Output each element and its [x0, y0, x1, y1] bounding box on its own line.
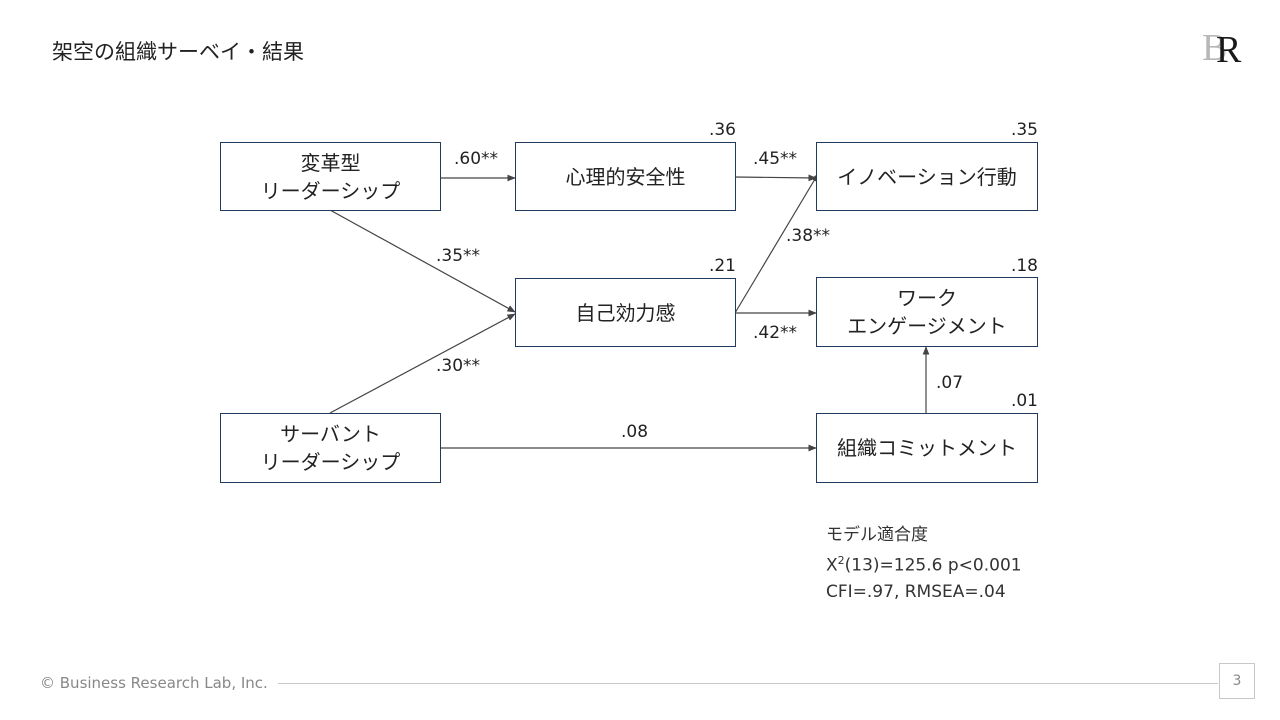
arrow-sl-efficacy — [329, 313, 516, 414]
node-label-line1: 変革型 — [300, 150, 361, 175]
coef-sl-commitment: .08 — [621, 422, 649, 442]
company-logo: B R — [1202, 27, 1242, 68]
arrow-tl-efficacy — [329, 209, 516, 313]
coef-psych-innovation: .45** — [753, 149, 798, 169]
fit-chi-square: X2(13)=125.6 p<0.001 — [826, 548, 1022, 579]
fit-heading: モデル適合度 — [826, 525, 928, 545]
node-label-line1: ワーク — [896, 286, 957, 310]
node-label: 心理的安全性 — [565, 164, 686, 189]
coef-commitment-engagement: .07 — [936, 373, 964, 393]
node-label-line2: エンゲージメント — [847, 314, 1007, 338]
node-label: イノベーション行動 — [837, 164, 1017, 189]
page-number: 3 — [1219, 663, 1255, 699]
node-label-line2: リーダーシップ — [260, 450, 401, 474]
node-label: 自己効力感 — [575, 300, 676, 325]
r2-psych-safety: .36 — [708, 120, 736, 140]
node-label-line2: リーダーシップ — [260, 178, 401, 203]
chi-symbol: X — [826, 555, 838, 576]
r2-commitment: .01 — [1010, 391, 1038, 411]
coef-efficacy-innovation: .38** — [786, 226, 831, 246]
chi-values: (13)=125.6 p<0.001 — [844, 555, 1022, 576]
node-self-efficacy: 自己効力感 — [515, 278, 736, 347]
coef-tl-efficacy: .35** — [436, 246, 481, 266]
node-organizational-commitment: 組織コミットメント — [816, 413, 1038, 483]
page-title: 架空の組織サーベイ・結果 — [52, 40, 304, 64]
node-innovation-behavior: イノベーション行動 — [816, 142, 1038, 211]
node-psychological-safety: 心理的安全性 — [515, 142, 736, 211]
fit-indices: CFI=.97, RMSEA=.04 — [826, 581, 1006, 602]
r2-innovation: .35 — [1010, 120, 1038, 140]
coef-sl-efficacy: .30** — [436, 356, 481, 376]
logo-letter-b: B — [1202, 27, 1227, 68]
logo-letter-r: R — [1216, 29, 1242, 68]
node-label: 組織コミットメント — [837, 436, 1017, 460]
arrow-efficacy-innovation — [734, 173, 819, 314]
footer-copyright: © Business Research Lab, Inc. — [40, 674, 268, 692]
coef-efficacy-engagement: .42** — [753, 323, 798, 343]
node-work-engagement: ワーク エンゲージメント — [816, 277, 1038, 347]
node-transformational-leadership: 変革型 リーダーシップ — [220, 142, 441, 211]
model-fit-block: モデル適合度 X2(13)=125.6 p<0.001 CFI=.97, RMS… — [826, 522, 1022, 605]
footer-divider — [278, 683, 1218, 684]
r2-self-efficacy: .21 — [708, 256, 736, 276]
coef-tl-psych: .60** — [454, 149, 499, 169]
node-servant-leadership: サーバント リーダーシップ — [220, 413, 441, 483]
r2-engagement: .18 — [1010, 256, 1038, 276]
node-label-line1: サーバント — [280, 422, 381, 446]
arrow-psych-innovation — [734, 174, 817, 182]
chi-superscript: 2 — [837, 554, 845, 567]
